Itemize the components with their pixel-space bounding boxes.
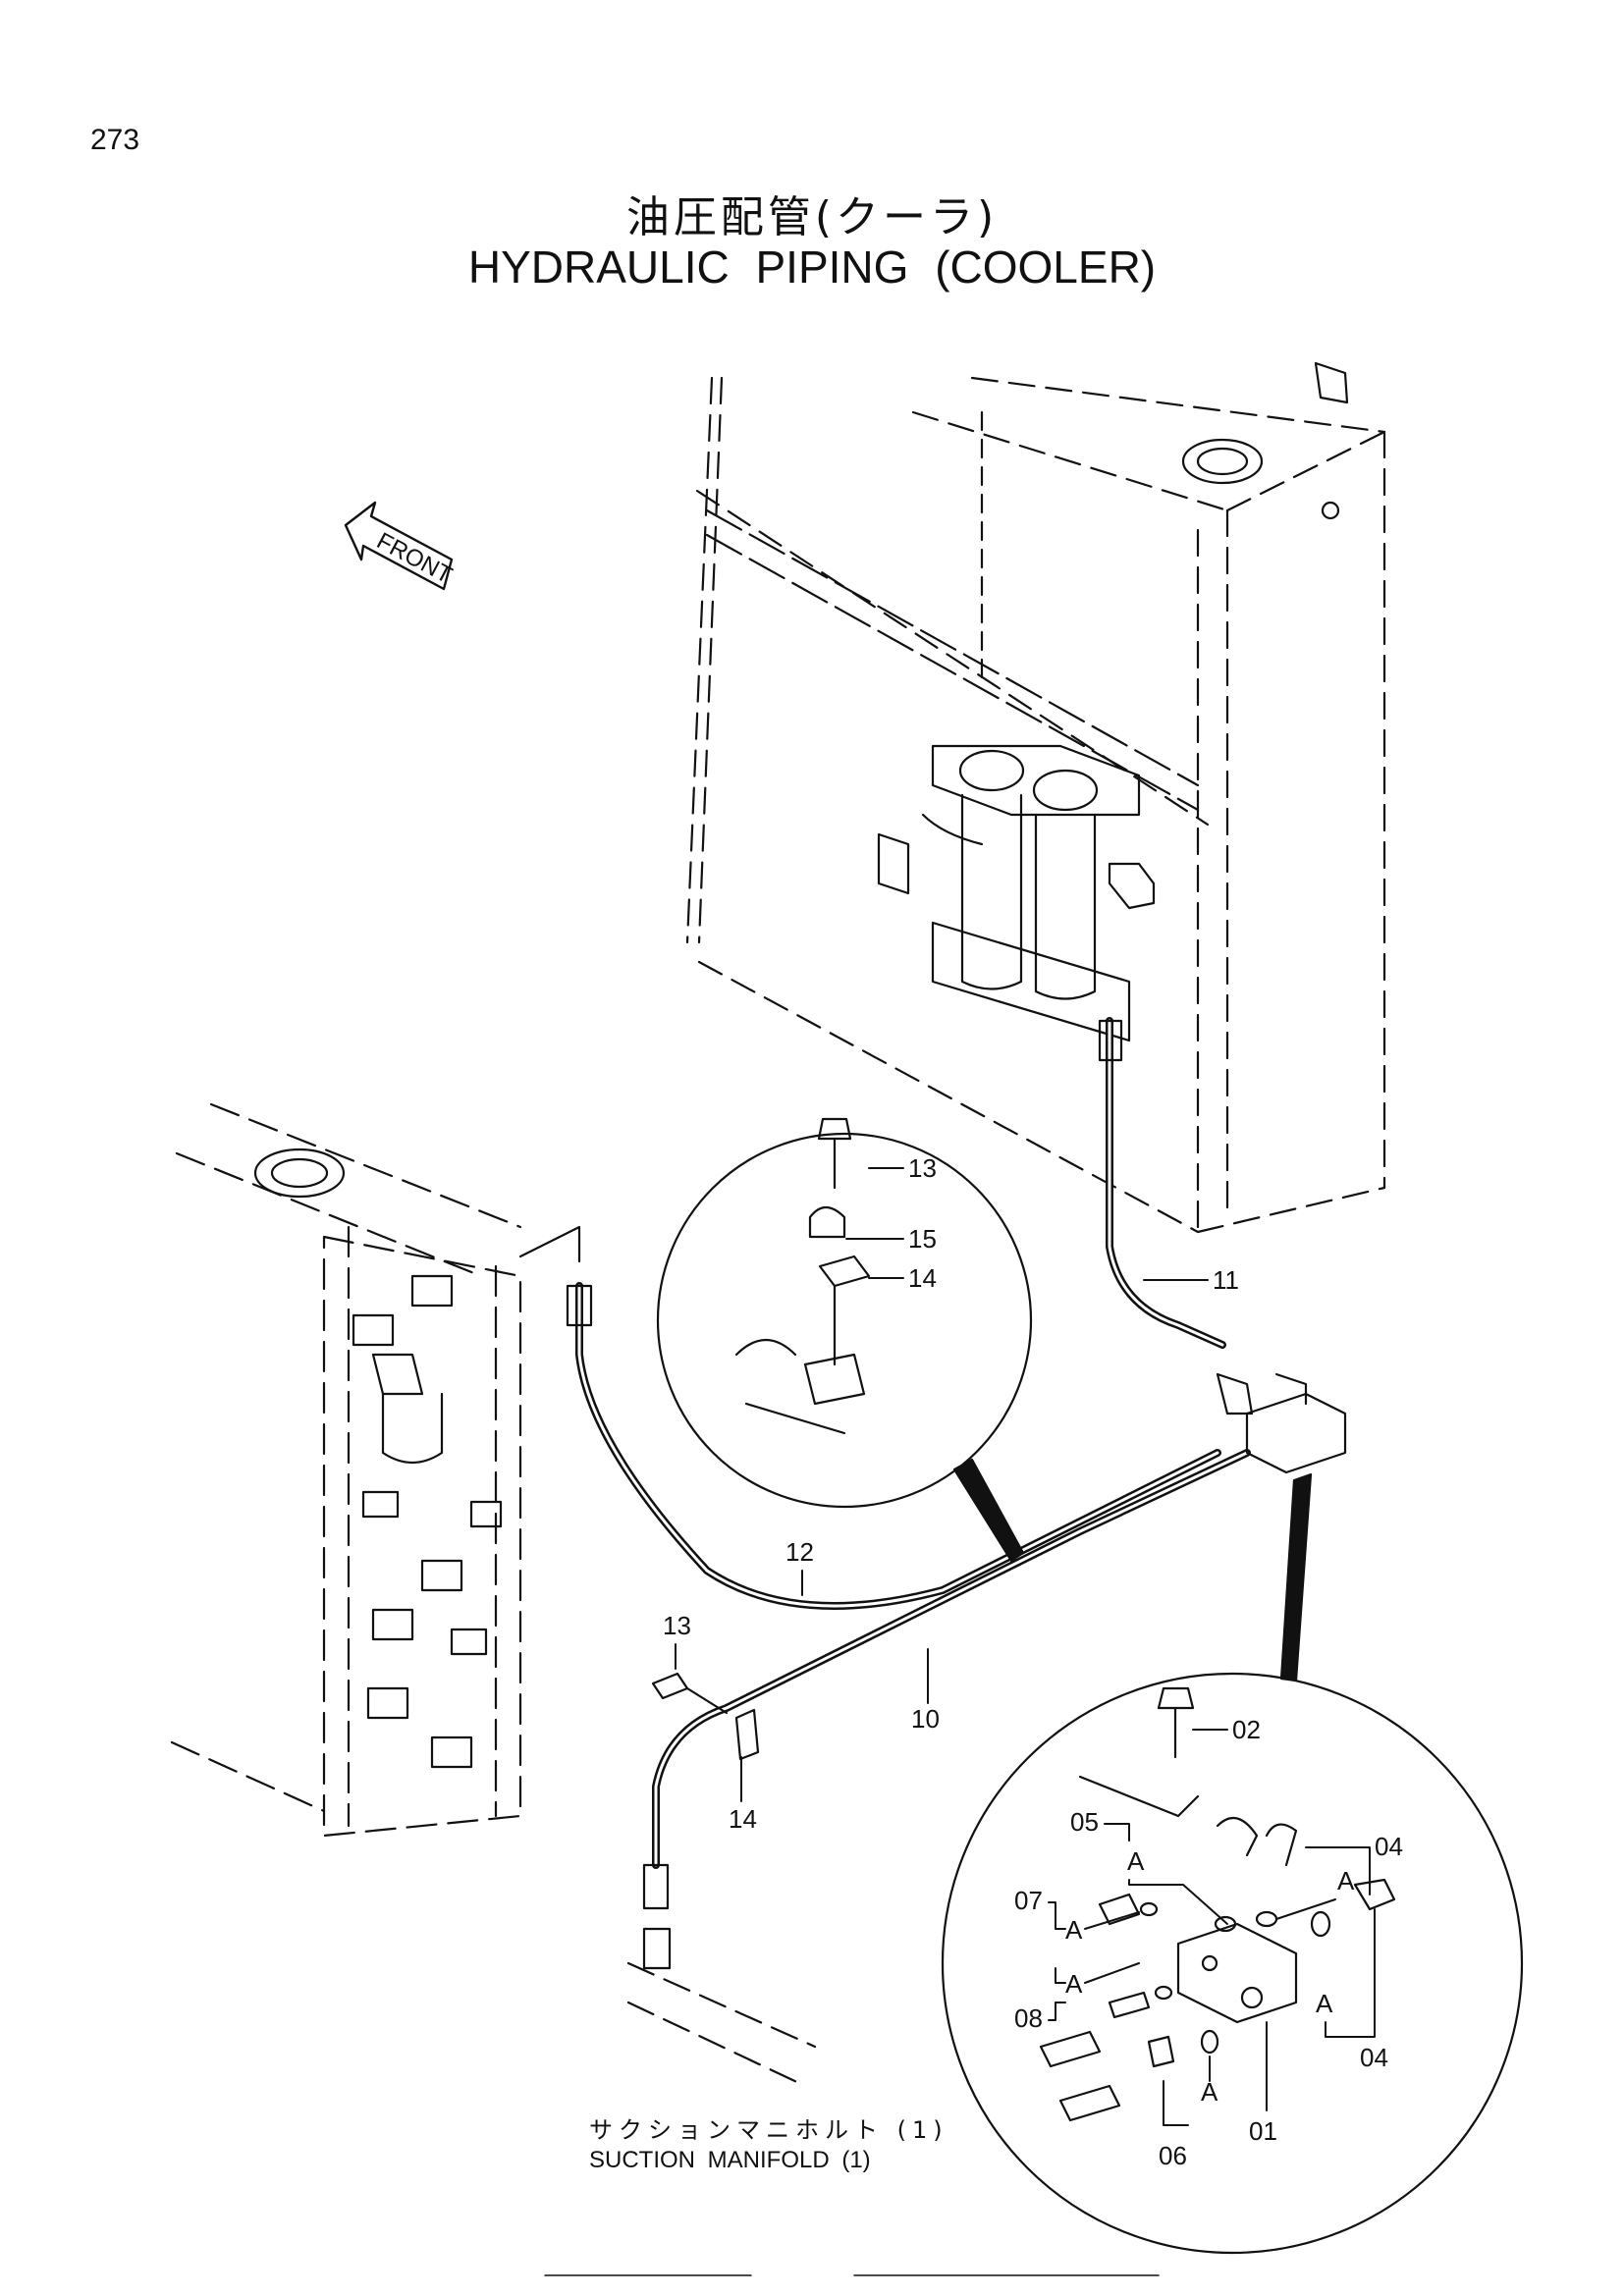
marker-a-5: A xyxy=(1316,1989,1333,2018)
marker-a-4: A xyxy=(1065,1969,1083,1999)
label-10: 10 xyxy=(911,1704,940,1734)
label-04-top: 04 xyxy=(1375,1832,1403,1861)
label-15: 15 xyxy=(908,1224,937,1254)
label-14-detail: 14 xyxy=(908,1263,937,1293)
label-07: 07 xyxy=(1014,1886,1043,1915)
label-13-lower: 13 xyxy=(663,1611,691,1640)
cooler-housing xyxy=(685,376,1386,1234)
label-12: 12 xyxy=(785,1537,814,1567)
hose-11 xyxy=(1098,1017,1226,1349)
title-english: HYDRAULIC PIPING (COOLER) xyxy=(467,241,1157,293)
marker-a-2: A xyxy=(1337,1866,1355,1896)
label-05: 05 xyxy=(1070,1807,1099,1837)
label-13-detail: 13 xyxy=(908,1153,937,1183)
caption-english: SUCTION MANIFOLD (1) xyxy=(589,2147,871,2173)
radiator-frame xyxy=(170,1102,581,1838)
clamp-14-lower xyxy=(734,1708,760,1761)
filter-assembly xyxy=(877,744,1156,1042)
bolt-13-lower xyxy=(651,1672,729,1715)
marker-a-1: A xyxy=(1127,1846,1145,1876)
manifold-detail-labels: 02 05 A 04 A 07 A A 08 A 04 A 06 01 xyxy=(1014,1715,1403,2170)
marker-a-3: A xyxy=(1065,1915,1083,1945)
suction-manifold xyxy=(626,1927,817,2088)
front-arrow-icon: FRONT xyxy=(344,501,457,591)
hose-12 xyxy=(566,1282,1221,1610)
page-number: 273 xyxy=(90,124,140,156)
label-02: 02 xyxy=(1232,1715,1261,1744)
detail-circle-manifold xyxy=(941,1472,1524,2255)
label-08: 08 xyxy=(1014,2003,1043,2033)
label-11: 11 xyxy=(1213,1265,1239,1295)
label-06: 06 xyxy=(1159,2141,1187,2170)
label-01: 01 xyxy=(1249,2116,1277,2146)
title-japanese: 油圧配管(クーラ) xyxy=(625,192,999,242)
caption-japanese: サクションマニホルト (1) xyxy=(589,2116,948,2144)
filler-cap xyxy=(1181,361,1349,520)
marker-a-6: A xyxy=(1201,2077,1218,2107)
hose-10 xyxy=(642,1449,1251,1910)
label-14-lower: 14 xyxy=(729,1804,757,1834)
detail-circle-clamp xyxy=(656,1117,1033,1563)
part-labels: 13 15 14 11 12 10 13 14 xyxy=(663,1153,1239,1834)
manifold-block-main xyxy=(1216,1372,1347,1474)
label-04-bottom: 04 xyxy=(1360,2043,1388,2072)
